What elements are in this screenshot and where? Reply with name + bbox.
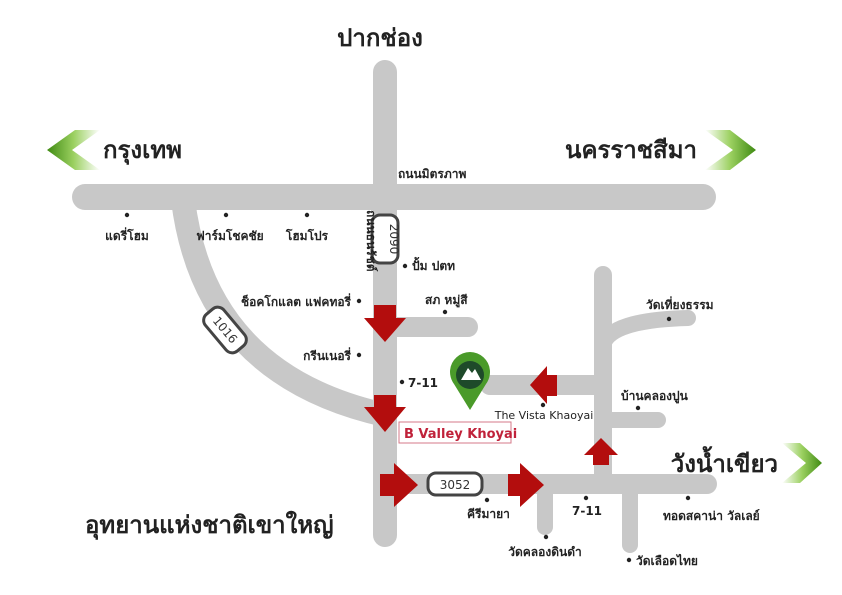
landmark-kirimaya: คีรีมายา bbox=[467, 507, 510, 521]
landmark-7-11: 7-11 bbox=[572, 504, 602, 518]
landmark-wat-lueat-thai: วัดเลือดไทย bbox=[636, 553, 698, 568]
landmark-farm-chokchai: ฟาร์มโชคชัย bbox=[196, 228, 263, 243]
svg-text:3052: 3052 bbox=[440, 478, 471, 492]
destination-north: ปากช่อง bbox=[337, 24, 423, 52]
landmark-7-11: 7-11 bbox=[408, 376, 438, 390]
landmark-ptt: ปั้ม ปตท bbox=[412, 256, 455, 273]
landmark-the-vista: The Vista Khaoyai bbox=[494, 409, 594, 422]
chevron-right-icon bbox=[782, 443, 822, 483]
landmark-greenery: กรีนเนอรี่ bbox=[303, 347, 351, 363]
destination-southwest: อุทยานแห่งชาติเขาใหญ่ bbox=[85, 510, 334, 541]
route-3052-shield: 3052 bbox=[426, 471, 484, 497]
map-pin-icon[interactable] bbox=[449, 352, 490, 410]
landmark-dairy-home: แดรี่โฮม bbox=[105, 227, 149, 243]
road-wat-thiang bbox=[595, 310, 696, 353]
route-1016-shield: 1016 bbox=[202, 305, 248, 355]
arrow-down-icon bbox=[364, 395, 406, 432]
landmark-homepro: โฮมโปร bbox=[285, 228, 329, 243]
chevron-left-icon bbox=[47, 130, 100, 170]
chevron-right-icon bbox=[705, 130, 756, 170]
road-name-thanarat: ถนนธนรัชต์ bbox=[364, 210, 378, 272]
svg-text:2090: 2090 bbox=[387, 224, 401, 255]
landmark-chocolate-factory: ช็อคโกแลต แฟคทอรี่ bbox=[241, 293, 352, 309]
landmark-dots bbox=[124, 212, 691, 563]
landmark-wat-thiang: วัดเที่ยงธรรม bbox=[646, 296, 714, 312]
destination-label: B Valley Khoyai bbox=[404, 427, 517, 442]
destination-west: กรุงเทพ bbox=[103, 136, 182, 166]
direction-arrows bbox=[364, 305, 618, 507]
road-name-mittraphap: ถนนมิตรภาพ bbox=[398, 167, 466, 181]
landmark-ban-khlong-pun: บ้านคลองปูน bbox=[621, 389, 689, 404]
landmark-wat-khlong-din-dam: วัดคลองดินดำ bbox=[508, 545, 582, 559]
arrow-down-icon bbox=[364, 305, 406, 342]
destination-label-box[interactable]: B Valley Khoyai bbox=[398, 421, 517, 444]
arrow-right-icon bbox=[508, 463, 544, 507]
landmark-toscana: ทอดสคาน่า วัลเลย์ bbox=[663, 509, 760, 523]
destination-southeast: วังน้ำเขียว bbox=[671, 445, 778, 478]
arrow-up-icon bbox=[584, 438, 618, 465]
route-2090-shield: 2090 bbox=[370, 213, 401, 265]
destination-east: นครราชสีมา bbox=[565, 136, 697, 164]
arrow-right-icon bbox=[380, 463, 418, 507]
landmark-police: สภ หมู่สี bbox=[425, 293, 468, 308]
arrow-left-icon bbox=[530, 366, 557, 404]
